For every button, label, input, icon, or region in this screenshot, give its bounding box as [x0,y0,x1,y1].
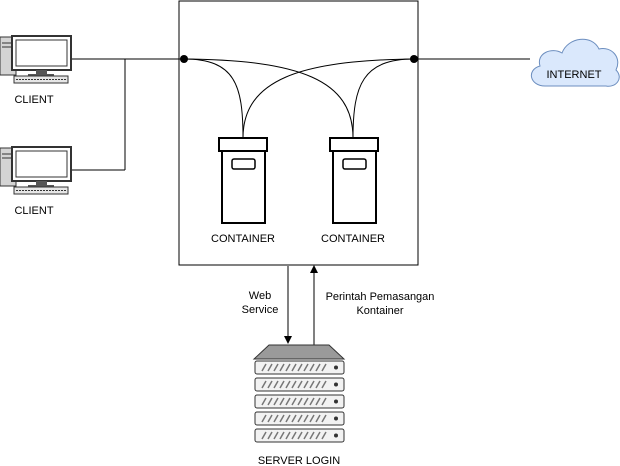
cloud-icon [530,38,620,87]
container-icon [329,137,379,224]
client-connection-lines [72,58,184,171]
client-label-2: CLIENT [14,205,53,217]
internet-label: INTERNET [547,69,602,81]
container-icon [218,137,268,224]
web-service-label-line-2: Service [242,304,279,316]
container-connection-curves [183,58,415,139]
desktop-computer-icon [0,35,72,84]
install-command-label-line-1: Perintah Pemasangan [326,291,435,303]
server-rack-icon [252,344,346,443]
client-label-1: CLIENT [14,94,53,106]
server-label: SERVER LOGIN [258,455,340,466]
web-service-label-line-1: Web [249,290,271,302]
container-label-1: CONTAINER [211,233,275,245]
desktop-computer-icon [0,146,72,195]
install-command-label-line-2: Kontainer [356,305,403,317]
container-label-2: CONTAINER [321,233,385,245]
host-box [178,0,419,266]
